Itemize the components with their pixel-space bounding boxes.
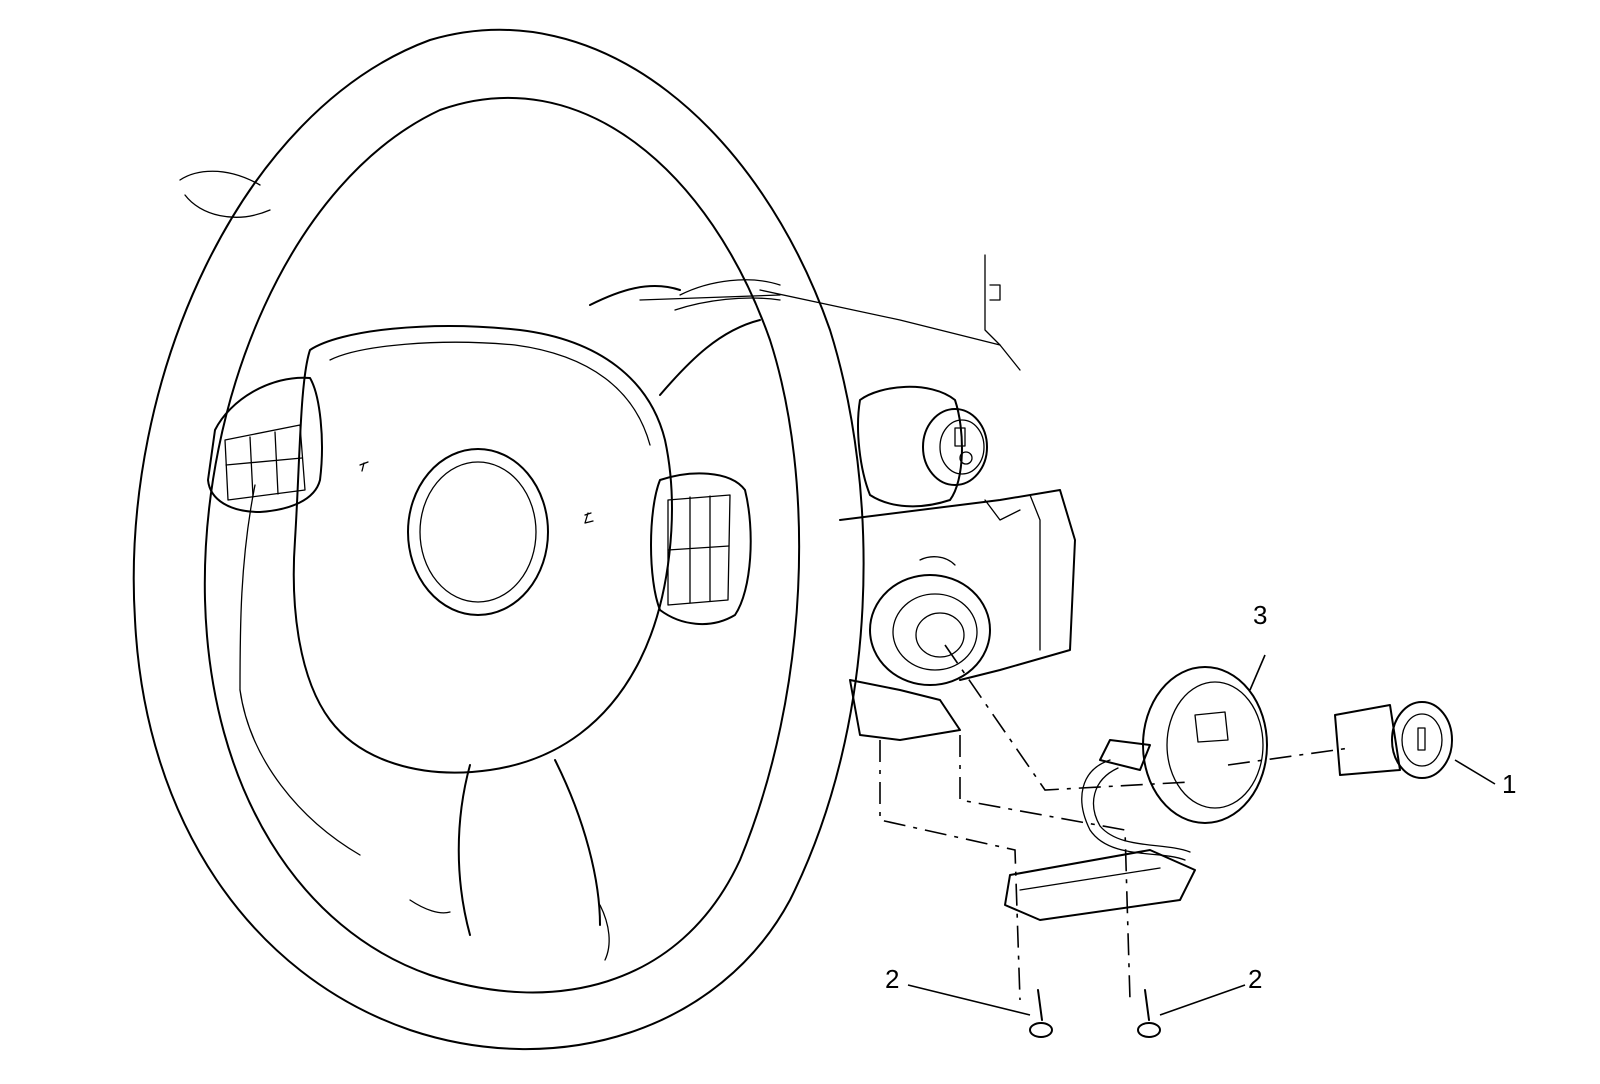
screw-right: [1137, 989, 1161, 1038]
steering-wheel: [132, 28, 865, 1051]
left-switch-bezel: [207, 376, 323, 513]
right-switch-bezel: [650, 472, 752, 626]
callout-2a: 2: [885, 964, 899, 994]
callout-leaders: [907, 654, 1496, 1016]
callout-1: 1: [1502, 769, 1516, 799]
callout-2b: 2: [1248, 964, 1262, 994]
airbag-hub-cover: [239, 325, 673, 936]
lock-cylinder: [1334, 701, 1453, 779]
steering-column-assembly: [639, 254, 1076, 741]
clock-spring: [1004, 666, 1268, 921]
callout-3: 3: [1253, 600, 1267, 630]
screw-left: [1029, 989, 1053, 1038]
installation-phantom-lines: [879, 644, 1351, 1001]
